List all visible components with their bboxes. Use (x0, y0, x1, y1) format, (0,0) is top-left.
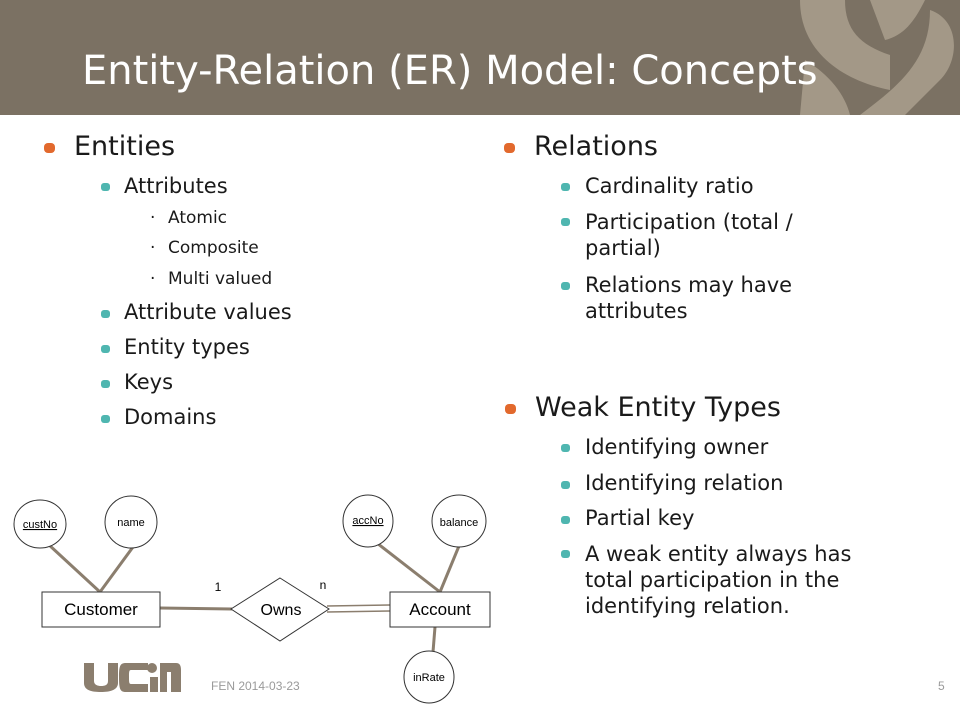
bullet-marker (504, 143, 515, 153)
ucn-logo (84, 663, 181, 692)
sub-bullet-marker: · (150, 269, 156, 289)
attribute-connector (46, 542, 102, 594)
partial-participation-line (159, 606, 233, 611)
total-participation-line (326, 610, 391, 613)
relations-heading: Relations (534, 131, 658, 162)
bullet-item: Attributes (124, 174, 228, 198)
relationship-owns-label: Owns (261, 602, 302, 619)
sub-bullet-item: Multi valued (168, 269, 273, 289)
bullet-item: A weak entity always has total participa… (585, 542, 852, 618)
bullet-item: Partial key (585, 506, 695, 530)
attribute-inRate-label: inRate (413, 672, 445, 684)
entity-account-label: Account (409, 600, 471, 619)
deco-shape (870, 0, 925, 40)
bullet-marker (561, 481, 570, 489)
deco-shape (800, 0, 890, 90)
sub-bullet-marker: · (150, 208, 156, 228)
bullet-marker (561, 444, 570, 452)
attribute-connector (438, 545, 461, 593)
bullet-marker (101, 345, 110, 353)
entity-customer (41, 591, 161, 628)
slide-title: Entity-Relation (ER) Model: Concepts (82, 48, 818, 94)
attribute-connector (431, 626, 437, 653)
attribute-balance-label: balance (440, 517, 479, 529)
bullet-item: Identifying owner (585, 435, 769, 459)
attribute-inRate (403, 650, 455, 704)
attribute-connector (372, 538, 441, 594)
attribute-name-label: name (117, 517, 145, 529)
relationship-owns (230, 577, 330, 642)
bullet-marker (505, 404, 516, 414)
bullet-item: Attribute values (124, 300, 292, 324)
cardinality-right: n (320, 578, 327, 592)
sub-bullet-item: Atomic (168, 208, 228, 228)
weak-entity-heading: Weak Entity Types (535, 392, 781, 423)
bullet-marker (561, 550, 570, 558)
cardinality-left: 1 (215, 580, 222, 594)
bullet-item: Domains (124, 405, 217, 429)
attribute-name (104, 495, 158, 549)
bullet-marker (101, 183, 110, 191)
bullet-marker (561, 516, 570, 524)
header-band: Entity-Relation (ER) Model: Concepts (0, 0, 960, 115)
sub-bullet-item: Composite (168, 238, 259, 258)
sub-bullet-marker: · (150, 238, 156, 258)
bullet-marker (561, 282, 570, 290)
bullet-item: Identifying relation (585, 471, 784, 495)
page-number: 5 (938, 679, 945, 693)
attribute-custNo (13, 499, 67, 549)
deco-shape (800, 60, 850, 115)
bullet-item: Keys (124, 370, 174, 394)
bullet-item: Relations may have attributes (585, 273, 793, 323)
total-participation-line (326, 604, 391, 607)
bullet-marker (101, 380, 110, 388)
attribute-accNo-label: accNo (352, 515, 383, 527)
footer-date: FEN 2014-03-23 (211, 679, 300, 693)
decorative-pattern (800, 0, 954, 115)
bullet-marker (561, 183, 570, 191)
attribute-connector (98, 546, 135, 593)
attribute-accNo (342, 494, 394, 548)
entity-account (389, 591, 491, 628)
bullet-item: Entity types (124, 335, 250, 359)
deco-shape (860, 10, 954, 115)
bullet-item: Cardinality ratio (585, 174, 754, 198)
bullet-marker (101, 310, 110, 318)
bullet-marker (561, 218, 570, 226)
bullet-item: Participation (total / partial) (585, 210, 793, 260)
attribute-balance (431, 494, 487, 548)
bullet-marker (101, 415, 110, 423)
entities-heading: Entities (74, 131, 176, 162)
bullet-marker (44, 143, 55, 153)
attribute-custNo-label: custNo (23, 519, 57, 531)
entity-customer-label: Customer (64, 600, 138, 619)
